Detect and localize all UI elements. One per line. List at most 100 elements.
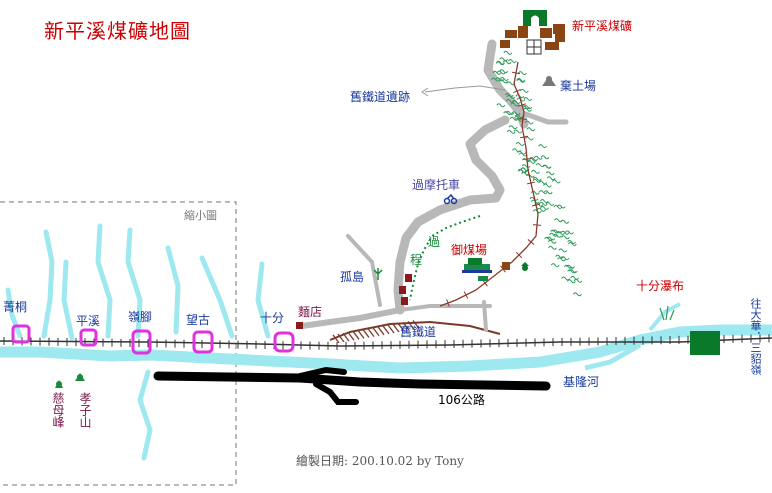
vegetation-mark [509,116,519,121]
label-xiaozi-mountain: 孝子山 [78,392,92,428]
map-credit: 繪製日期: 200.10.02 by Tony [296,454,464,468]
station-marker-wanggu [192,330,214,354]
vegetation-mark [532,178,542,183]
label-cimu-peak: 慈母峰 [51,392,65,428]
label-old-railway: 舊鐵道 [400,325,437,339]
vegetation-mark [517,168,527,173]
village-houses [399,274,412,305]
vegetation-mark [523,107,532,112]
vegetation-mark [550,263,560,268]
vegetation-mark [524,136,534,141]
label-old-railway-ruins: 舊鐵道遺跡 [350,90,411,104]
label-dump-site: 棄土場 [560,79,597,93]
vegetation-mark [511,111,521,116]
station-label-pingxi: 平溪 [76,314,101,328]
old-railway-spur-ties [332,320,420,344]
inset-frame [0,201,237,486]
vegetation-mark [566,264,575,269]
vegetation-mark [539,199,549,203]
waterfall-icon [659,305,675,321]
motorcycle-icon [443,193,458,205]
vegetation-mark [553,205,563,209]
vegetation-mark [547,239,557,244]
hiking-trail [409,215,481,301]
station-marker-pingxi [79,328,98,347]
vegetation-mark [533,155,543,160]
vegetation-mark [568,269,578,274]
vegetation-mark [555,254,565,259]
keelung-river [0,324,772,374]
noodle-shop-marker [296,322,303,329]
vegetation-mark [538,190,548,195]
vegetation-mark [572,292,582,297]
mine-cart-rail-ties [446,71,542,307]
tree-icon [373,268,383,280]
vegetation-mark [544,236,554,241]
vegetation-mark [565,230,574,235]
vegetation-mark [516,78,526,83]
map-title: 新平溪煤礦地圖 [44,19,191,43]
vegetation-mark [540,205,549,210]
vegetation-mark [499,69,509,74]
vegetation-mark [526,159,536,164]
label-motorcar: 過摩托車 [412,178,461,192]
peak-icons [55,373,85,388]
vegetation-mark [556,231,565,235]
label-coal-yard: 御煤場 [451,243,488,257]
vegetation-mark [506,129,516,134]
station-label-shifen: 十分 [260,311,285,325]
vegetation-mark [516,77,526,82]
river-branch [584,342,642,371]
station-label-wanggu: 望古 [186,313,211,327]
main-railway [0,334,772,351]
vegetation-mark [570,275,580,280]
vegetation-mark [523,97,533,101]
station-label-jingtong: 菁桐 [3,300,28,314]
vegetation-mark [513,129,523,134]
waterfall-stream [648,302,681,332]
vegetation-mark [542,164,552,169]
vegetation-mark [523,105,533,110]
vegetation-mark [545,171,555,176]
vegetation-mark [560,219,570,224]
vegetation-mark [499,77,509,81]
vegetation-mark [532,176,542,181]
highway-106 [153,366,551,405]
vegetation-mark [540,155,550,160]
vegetation-mark [519,88,529,93]
dump-pile-top [546,76,552,82]
vegetation-mark [495,77,505,82]
vegetation-mark [529,196,539,201]
label-shifen-waterfall: 十分瀑布 [636,279,685,293]
vegetation-mark [538,201,548,206]
vegetation-mark [521,171,531,176]
vegetation-mark [517,71,527,76]
coal-yard-buildings [462,258,529,281]
station-marker-lingjiao [131,329,152,355]
vegetation-mark [548,245,557,250]
vegetation-mark [502,60,512,65]
station-markers [11,324,295,355]
vegetation-mark [525,173,535,178]
vegetation-mark [514,114,524,119]
label-keelung-river: 基隆河 [563,375,600,389]
vegetation-mark [505,110,515,115]
vegetation-mark [507,59,517,63]
vegetation-mark [561,235,570,240]
vegetation-mark [573,278,583,283]
vegetation-mark [546,176,556,181]
vegetation-mark [526,127,536,132]
vegetation-mark [517,150,527,155]
vegetation-mark [511,100,521,104]
vegetation-mark [505,99,515,103]
vegetation-mark [496,103,506,108]
vegetation-mark [551,179,561,184]
vegetation-mark [514,117,524,122]
vegetation-mark [560,230,570,235]
old-railway-spur [329,320,501,341]
vegetation-mark [490,77,500,82]
vegetation-cluster [490,50,583,297]
vegetation-mark [542,183,552,188]
vegetation-mark [561,276,571,281]
